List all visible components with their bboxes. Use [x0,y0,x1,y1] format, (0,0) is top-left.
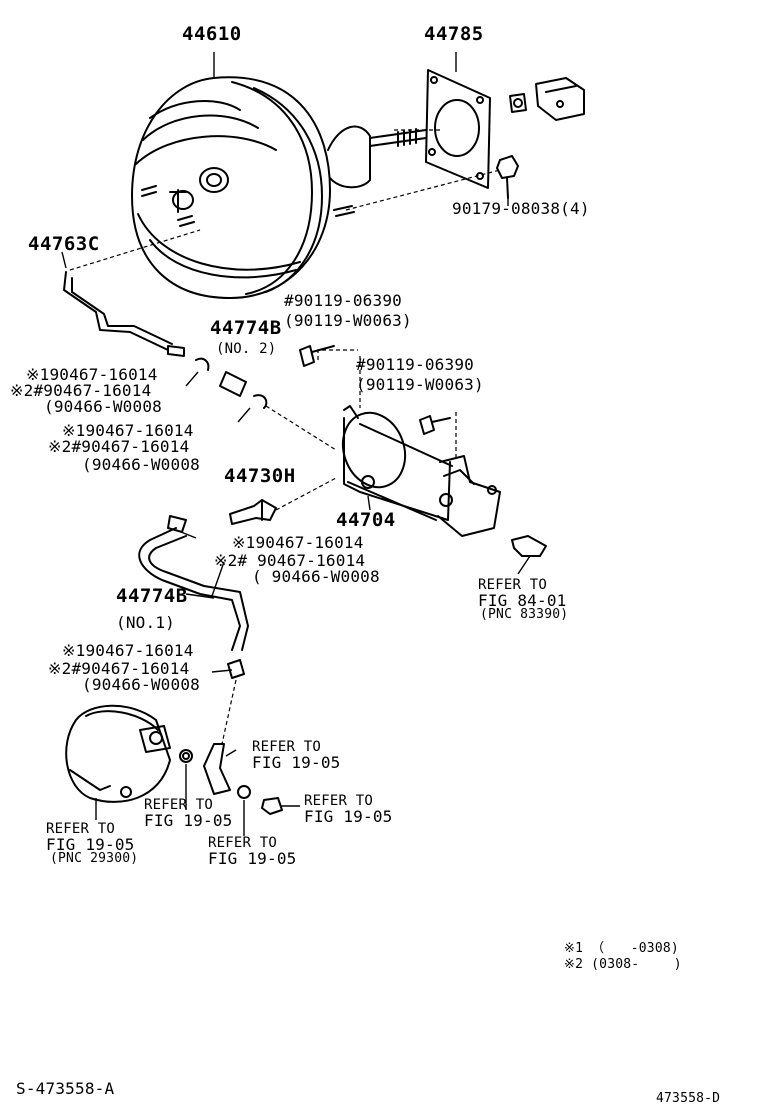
part-label-hose-no2: 44774B [210,317,282,339]
ref-1905-d-l1: REFER TO [208,835,278,851]
part-label-valve: 44730H [224,465,296,487]
part-label-bolt-b1: #90119-06390 [356,355,474,374]
ref-1905-d-l2: FIG 19-05 [208,849,297,868]
legend-row-2: ※2 (0308- ) [564,957,682,972]
part-label-gasket: 44785 [424,23,484,45]
pump-fittings [203,743,283,815]
bolts-90119 [299,345,451,435]
drawing-id-left: S-473558-A [16,1079,115,1098]
nut-90179 [496,155,519,199]
part-label-clip3-l3: ( 90466-W0008 [252,567,380,586]
ref-84-l3: (PNC 83390) [480,607,569,622]
drawing-id-right: 473558-D [656,1091,721,1106]
booster-gasket [425,69,491,189]
ref-pump-l1: REFER TO [46,821,116,837]
part-label-nut: 90179-08038(4) [452,199,590,218]
part-label-clip3-l2: ※2# 90467-16014 [214,551,366,570]
part-label-hose-no1: 44774B [116,585,188,607]
part-label-clip2-l1: ※190467-16014 [62,421,194,440]
ref-84-l2: FIG 84-01 [478,591,567,610]
ref-1905-c-l2: FIG 19-05 [304,807,393,826]
hose-44774b-no2 [195,357,268,409]
part-label-clip4-l2: ※2#90467-16014 [48,659,190,678]
part-label-no1: (NO.1) [116,613,175,632]
part-label-clip4-l3: (90466-W0008 [82,675,200,694]
ref-1905-a-l1: REFER TO [252,739,322,755]
part-label-tank: 44704 [336,509,396,531]
part-label-hose-top: 44763C [28,233,100,255]
vacuum-tank [341,405,547,557]
part-label-bolt-b2: (90119-W0063) [356,375,484,394]
ref-1905-b-l2: FIG 19-05 [144,811,233,830]
part-label-booster: 44610 [182,23,242,45]
vacuum-pump [65,704,193,803]
ref-1905-a-l2: FIG 19-05 [252,753,341,772]
brake-booster [131,76,427,299]
ref-1905-b-l1: REFER TO [144,797,214,813]
ref-pump-l3: (PNC 29300) [50,851,139,866]
part-label-clip2-l2: ※2#90467-16014 [48,437,190,456]
part-label-no2: (NO. 2) [216,341,277,357]
part-label-clip2-l3: (90466-W0008 [82,455,200,474]
part-label-clip4-l1: ※190467-16014 [62,641,194,660]
part-label-clip3-l1: ※190467-16014 [232,533,364,552]
legend-row-1: ※1 （ -0308) [564,941,679,956]
ref-pump-l2: FIG 19-05 [46,835,135,854]
part-label-clip1-l1: ※190467-16014 [26,365,158,384]
check-valve-44730h [229,499,277,525]
ref-1905-c-l1: REFER TO [304,793,374,809]
clevis [509,77,585,121]
part-label-bolt-a1: #90119-06390 [284,291,402,310]
part-label-clip1-l2: ※2#90467-16014 [10,381,152,400]
hose-44763c [63,271,185,357]
ref-84-l1: REFER TO [478,577,548,593]
part-label-clip1-l3: (90466-W0008 [44,397,162,416]
part-label-bolt-a2: (90119-W0063) [284,311,412,330]
